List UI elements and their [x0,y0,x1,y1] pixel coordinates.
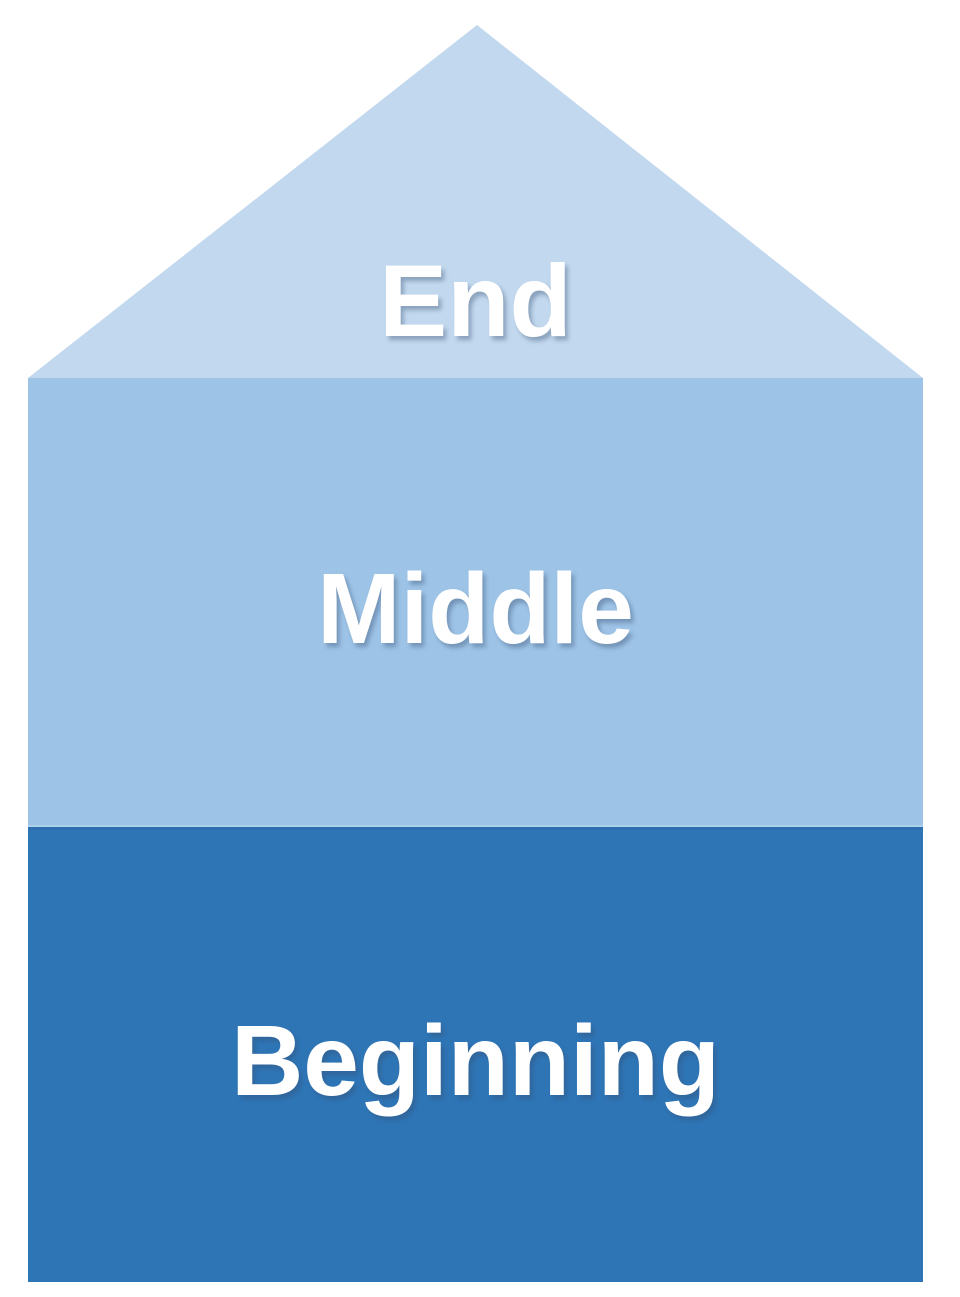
section-label-beginning: Beginning [231,1005,720,1117]
pyramid-section-middle: Middle [28,378,923,827]
pyramid-section-end: End [28,25,923,378]
story-structure-diagram: End Middle Beginning [28,25,923,1282]
pyramid-section-beginning: Beginning [28,827,923,1282]
section-label-end: End [379,244,572,358]
section-label-middle: Middle [317,552,634,665]
